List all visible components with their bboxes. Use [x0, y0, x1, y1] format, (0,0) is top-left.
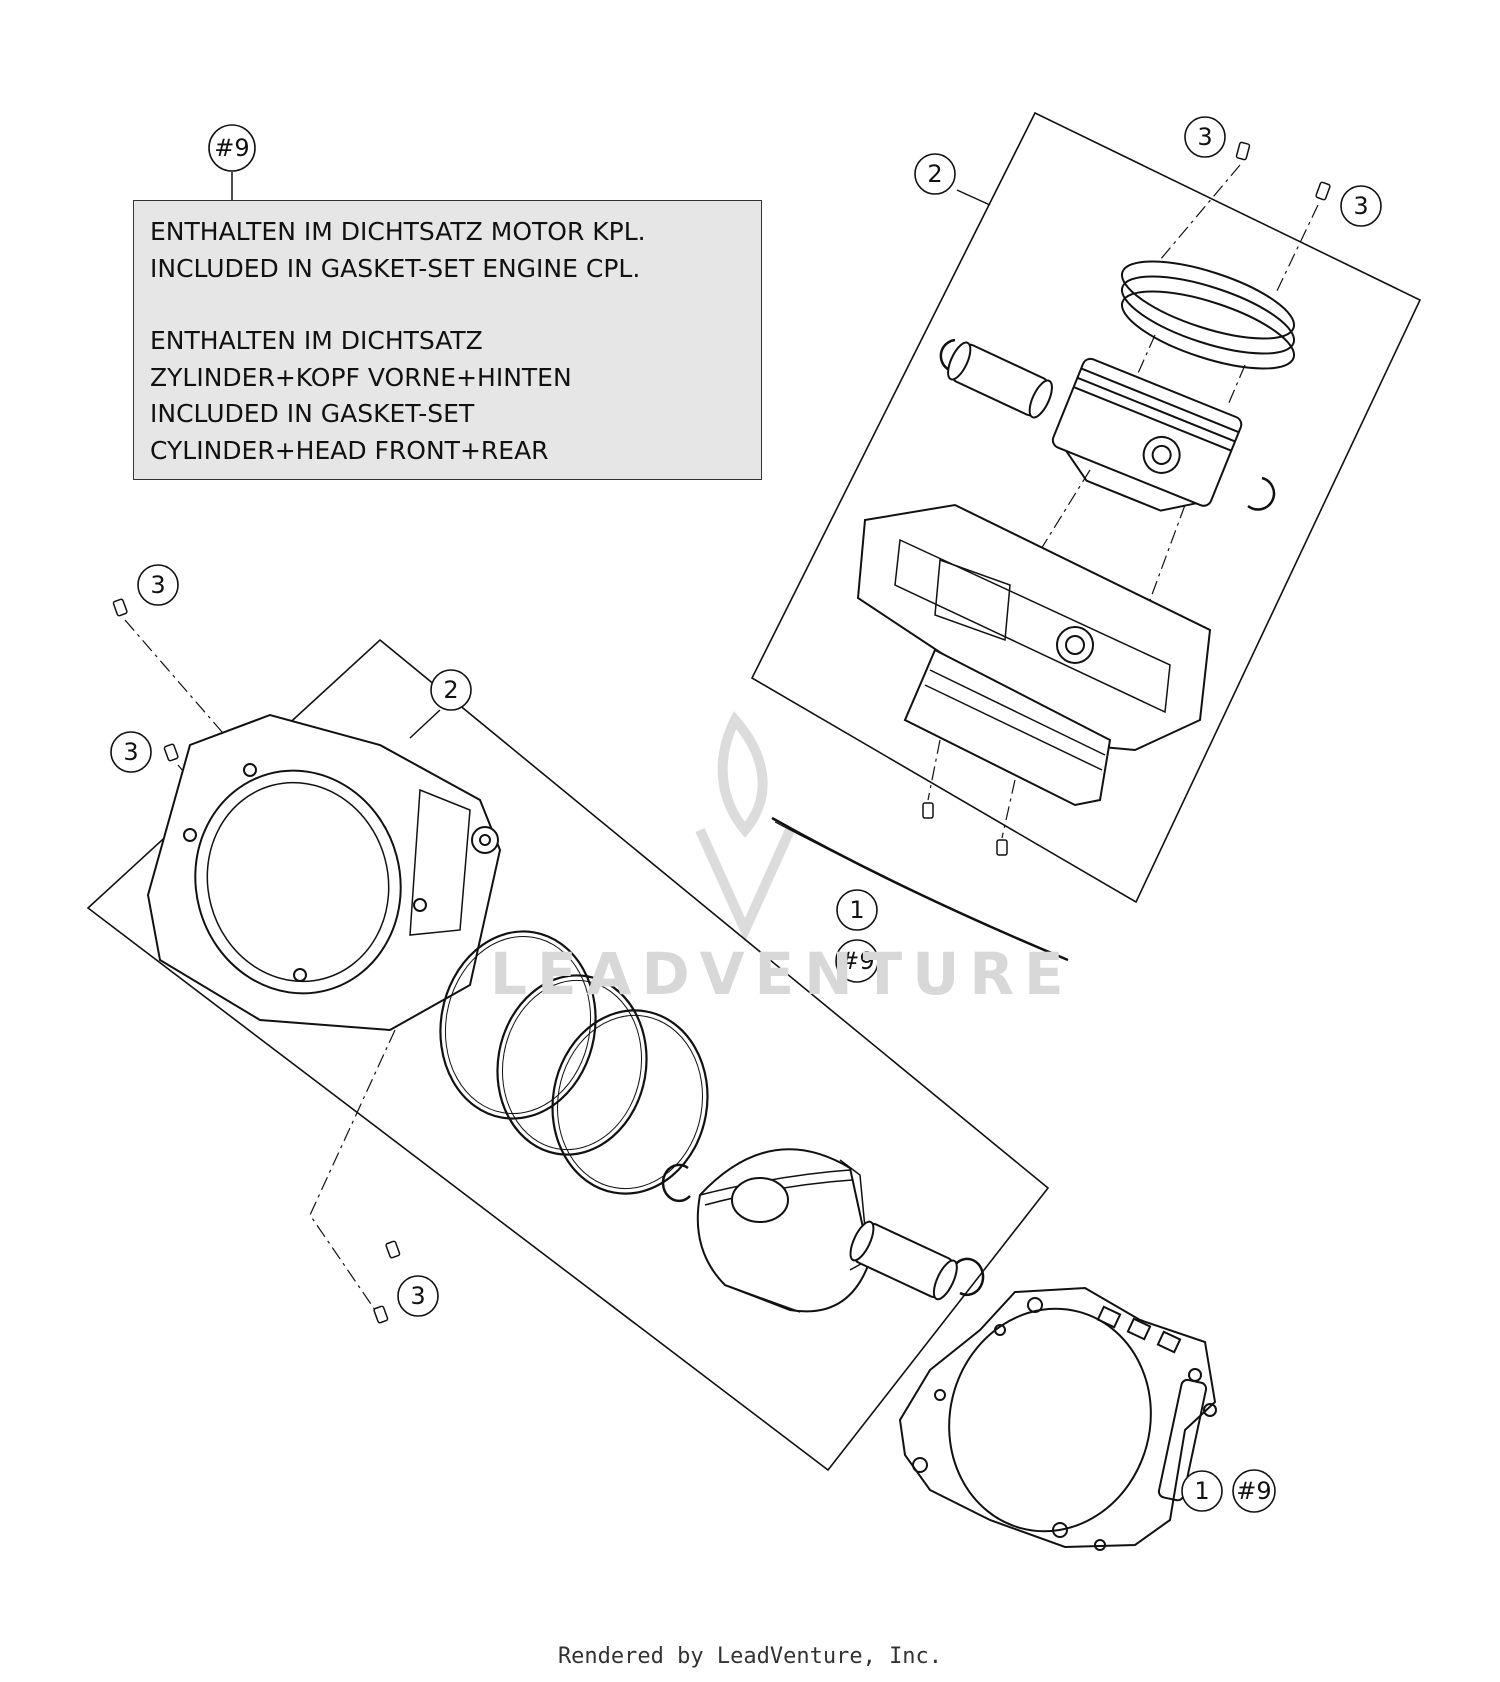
svg-text:#9: #9 [214, 134, 249, 162]
upper-piston-pin [947, 341, 1053, 419]
upper-circlip-right [1247, 476, 1276, 511]
lower-piston [696, 1148, 872, 1313]
note-line: ZYLINDER+KOPF VORNE+HINTEN [150, 362, 572, 392]
callout-mid-gasket-num: 1 [836, 889, 878, 931]
note-line: ENTHALTEN IM DICHTSATZ MOTOR KPL. [150, 217, 646, 246]
gasket-note-box: ENTHALTEN IM DICHTSATZ MOTOR KPL. INCLUD… [133, 200, 762, 480]
callout-left-dowel-mid: 3 [110, 731, 152, 773]
note-line: ENTHALTEN IM DICHTSATZ [150, 326, 483, 355]
upper-dowel-pin-b [1315, 181, 1331, 201]
callout-base-gasket-ref: #9 [1232, 1469, 1276, 1513]
watermark-text: LEADVENTURE [490, 940, 1074, 1008]
svg-text:3: 3 [410, 1282, 425, 1310]
callout-upper-kit: 2 [914, 153, 956, 195]
callout-lower-kit: 2 [430, 669, 472, 711]
callout-left-dowel-top: 3 [137, 564, 179, 606]
upper-cylinder [856, 503, 1212, 807]
upper-piston [1051, 357, 1243, 512]
lower-dowel-b [373, 1305, 389, 1324]
upper-kit-frame [750, 111, 1422, 904]
callout-mid-gasket-ref: #9 [835, 939, 879, 983]
svg-text:#9: #9 [1236, 1477, 1271, 1505]
lower-cylinder [146, 713, 502, 1032]
svg-text:3: 3 [123, 738, 138, 766]
lower-circlip-right [954, 1257, 985, 1297]
lower-piston-rings [439, 930, 709, 1195]
left-dowel-mid [163, 743, 179, 762]
callout-lower-dowel: 3 [397, 1275, 439, 1317]
svg-text:3: 3 [150, 571, 165, 599]
lower-piston-pin [849, 1220, 958, 1301]
upper-cylinder-dowel-b [996, 839, 1008, 856]
callout-upper-dowel-a: 3 [1184, 116, 1226, 158]
svg-text:3: 3 [1197, 123, 1212, 151]
mid-gasket-line [771, 816, 1069, 962]
upper-cylinder-dowel-a [922, 802, 934, 819]
svg-text:2: 2 [927, 160, 942, 188]
note-line: INCLUDED IN GASKET-SET [150, 399, 475, 428]
upper-dowel-pin-a [1235, 141, 1251, 161]
lower-circlip-left [661, 1163, 691, 1203]
svg-text:1: 1 [1194, 1477, 1209, 1505]
base-gasket [898, 1286, 1217, 1551]
note-line: CYLINDER+HEAD FRONT+REAR [150, 435, 549, 465]
svg-text:1: 1 [849, 896, 864, 924]
callout-base-gasket-num: 1 [1181, 1470, 1223, 1512]
note-line: INCLUDED IN GASKET-SET ENGINE CPL. [150, 253, 641, 283]
svg-text:3: 3 [1353, 192, 1368, 220]
callout-upper-dowel-b: 3 [1340, 185, 1382, 227]
svg-text:#9: #9 [839, 947, 874, 975]
note-ref-callout: #9 [208, 124, 256, 172]
upper-piston-rings [1120, 260, 1296, 370]
left-dowel-top [112, 598, 128, 617]
lower-dowel-a [385, 1240, 401, 1259]
watermark-logo [695, 711, 795, 943]
footer-credit: Rendered by LeadVenture, Inc. [557, 1644, 943, 1669]
svg-text:2: 2 [443, 676, 458, 704]
